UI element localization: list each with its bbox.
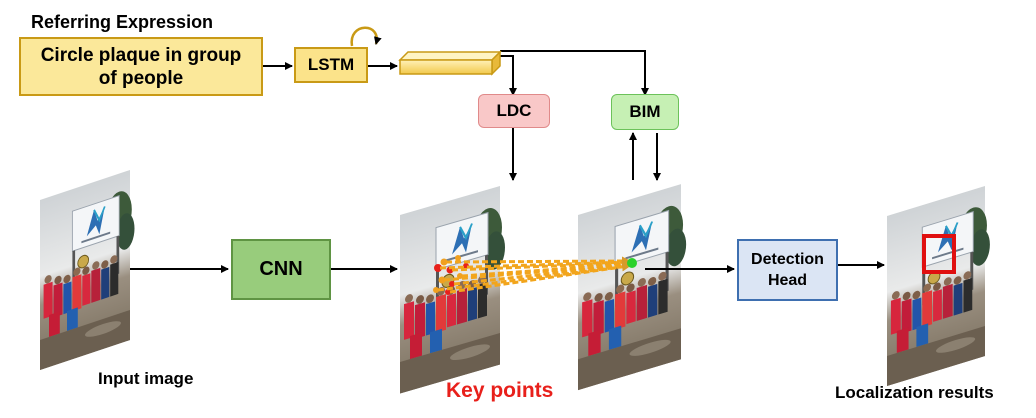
detection-head-line-1: Detection — [751, 251, 824, 268]
text-feature-vector — [398, 50, 502, 76]
bim-image-panel — [576, 181, 688, 392]
input-image-caption: Input image — [98, 369, 194, 388]
lstm-recurrent-loop — [350, 26, 382, 47]
expression-line-1: Circle plaque in group — [40, 44, 242, 66]
localization-bounding-box — [922, 234, 956, 274]
detection-head-box: Detection Head — [737, 239, 838, 301]
input-image-panel — [38, 167, 136, 372]
keypoint-attention-arrows — [437, 256, 631, 294]
detection-head-line-2: Head — [767, 272, 808, 289]
flow-arrows — [130, 50, 885, 273]
referring-expression-heading: Referring Expression — [31, 12, 214, 32]
expression-line-2: of people — [98, 67, 184, 89]
lstm-box: LSTM — [294, 47, 368, 83]
localization-results-caption: Localization results — [835, 383, 994, 402]
bim-box: BIM — [611, 94, 679, 130]
target-point — [627, 258, 637, 268]
ldc-box: LDC — [478, 94, 550, 128]
referring-expression-box: Circle plaque in group of people — [19, 37, 263, 96]
key-points-caption: Key points — [446, 379, 554, 402]
result-image-panel — [885, 183, 991, 388]
cnn-box: CNN — [231, 239, 331, 300]
